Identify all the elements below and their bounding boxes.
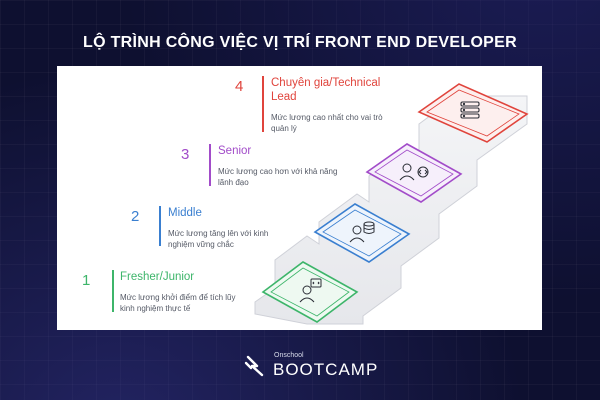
step-1-desc-line2: kinh nghiệm thực tế — [120, 304, 191, 313]
step-3-tread — [365, 143, 463, 203]
logo-big-text: BOOTCAMP — [273, 360, 379, 379]
roadmap-card: 1 Fresher/Junior Mức lương khởi điểm để … — [57, 66, 542, 330]
step-1-desc-line1: Mức lương khởi điểm để tích lũy — [120, 293, 236, 302]
step-1-number: 1 — [82, 272, 91, 289]
step-2-desc-line1: Mức lương tăng lên với kinh — [168, 229, 269, 238]
step-1-bar — [112, 270, 114, 312]
step-2-tread — [313, 203, 411, 263]
step-2-bar — [159, 206, 161, 246]
page-title: LỘ TRÌNH CÔNG VIỆC VỊ TRÍ FRONT END DEVE… — [83, 34, 517, 51]
step-4-title-line1: Chuyên gia/Technical — [271, 77, 381, 89]
step-1-tread — [261, 261, 359, 323]
developer-code-icon — [299, 278, 322, 303]
step-3-title: Senior — [218, 145, 252, 157]
lightning-logo-icon — [244, 355, 264, 377]
step-4-desc-line1: Mức lương cao nhất cho vai trò — [271, 113, 383, 122]
bootcamp-logo: Onschool BOOTCAMP — [244, 352, 377, 382]
step-4-tread — [417, 83, 529, 143]
step-4-bar — [262, 76, 264, 132]
step-3-bar — [209, 144, 211, 186]
step-3-desc-line1: Mức lương cao hơn với khả năng — [218, 167, 338, 176]
staircase-diagram — [254, 83, 529, 325]
step-2-desc-line2: nghiệm vững chắc — [168, 240, 234, 249]
server-stack-icon — [460, 101, 480, 119]
step-3-number: 3 — [181, 146, 190, 163]
step-4-title-line2: Lead — [271, 91, 297, 103]
step-2-number: 2 — [131, 208, 140, 225]
step-1-title: Fresher/Junior — [120, 271, 195, 283]
step-3-desc-line2: lãnh đạo — [218, 178, 249, 187]
step-4-desc-line2: quản lý — [271, 124, 297, 133]
logo-small-text: Onschool — [274, 352, 304, 359]
step-4-number: 4 — [235, 78, 244, 95]
developer-database-icon — [349, 221, 375, 243]
leader-code-icon — [399, 163, 429, 181]
step-2-title: Middle — [168, 207, 202, 219]
